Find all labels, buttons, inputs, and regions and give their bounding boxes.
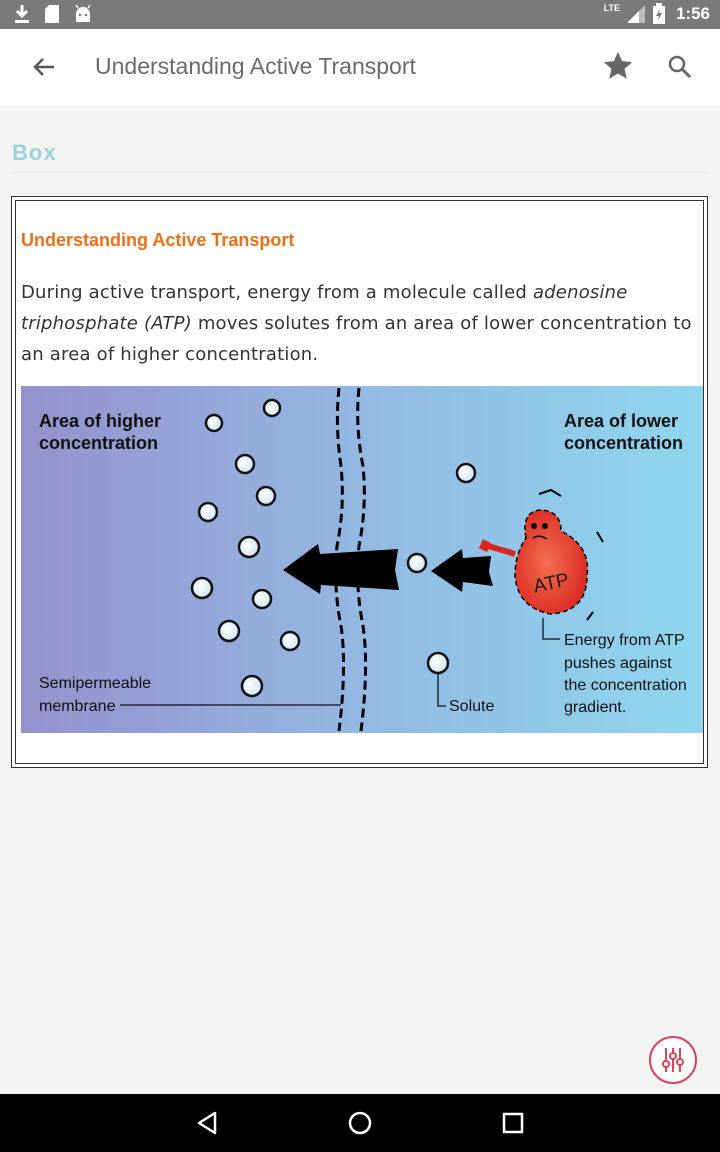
download-icon: [15, 5, 29, 23]
arrow-back-icon[interactable]: [28, 51, 60, 83]
energy-label-line2: pushes against: [564, 655, 672, 672]
right-label-line1: Area of lower: [564, 411, 678, 431]
equalizer-icon: [662, 1048, 684, 1072]
back-triangle-icon[interactable]: [193, 1108, 223, 1138]
transport-arrow-large: [283, 544, 399, 594]
section-heading: Box: [12, 140, 57, 165]
signal-icon: [626, 5, 645, 23]
solute-label: Solute: [449, 698, 494, 715]
label-leader-lines: [120, 618, 560, 707]
energy-label-line3: the concentration: [564, 677, 687, 694]
right-label-line2: concentration: [564, 433, 683, 453]
home-circle-icon[interactable]: [345, 1108, 375, 1138]
content-box: Understanding Active Transport During ac…: [11, 196, 708, 768]
section-divider: [12, 172, 708, 173]
content-box-inner: Understanding Active Transport During ac…: [15, 200, 704, 764]
star-icon[interactable]: [601, 49, 635, 83]
transport-arrow-small: [431, 549, 493, 592]
active-transport-figure: ATP Area of higher concentration Area of…: [21, 386, 703, 733]
membrane-label-line2: membrane: [39, 698, 116, 715]
box-body-italic: adenosine triphosphate (ATP): [21, 282, 628, 334]
box-title: Understanding Active Transport: [21, 230, 295, 250]
box-body-text-2: moves solutes from an area of lower conc…: [21, 313, 692, 365]
sd-card-icon: [45, 5, 59, 23]
box-body: During active transport, energy from a m…: [21, 277, 701, 370]
solute-molecules: [190, 398, 477, 698]
app-bar: Understanding Active Transport: [0, 29, 720, 105]
left-label-line1: Area of higher: [39, 411, 161, 431]
recents-square-icon[interactable]: [498, 1108, 528, 1138]
navigation-bar: [0, 1094, 720, 1152]
status-bar: LTE 1:56: [0, 0, 720, 29]
filter-fab-button[interactable]: [649, 1036, 697, 1084]
status-time: 1:56: [675, 4, 710, 23]
network-type: LTE: [603, 3, 620, 13]
membrane: [334, 387, 368, 732]
box-body-text-1: During active transport, energy from a m…: [21, 282, 533, 303]
left-label-line2: concentration: [39, 433, 158, 453]
page-title: Understanding Active Transport: [95, 53, 416, 79]
energy-label-line4: gradient.: [564, 699, 626, 716]
energy-label-line1: Energy from ATP: [564, 632, 685, 649]
android-icon: [75, 4, 91, 22]
search-icon[interactable]: [664, 51, 696, 83]
atp-molecule: ATP: [479, 488, 604, 621]
membrane-label-line1: Semipermeable: [39, 675, 151, 692]
battery-icon: [652, 3, 665, 24]
